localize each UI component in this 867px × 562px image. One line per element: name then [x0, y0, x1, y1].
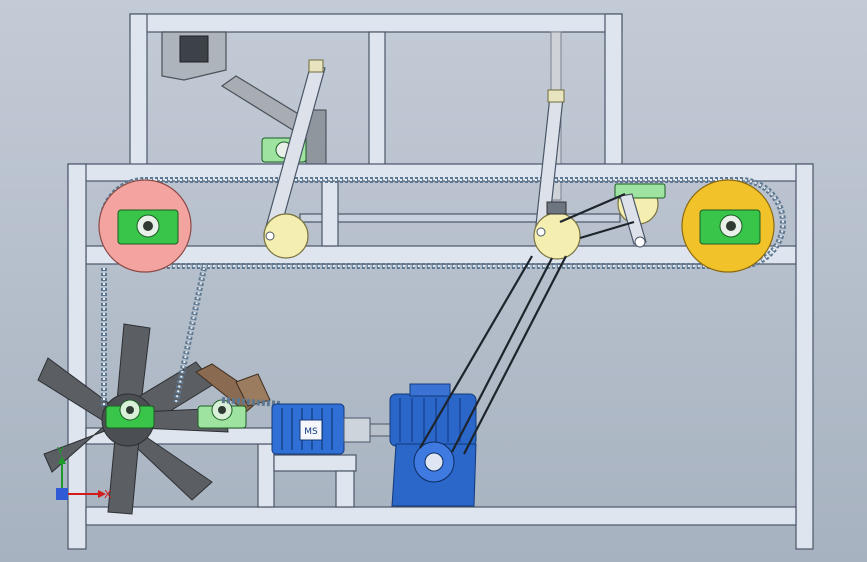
left-rod-top-pin [308, 59, 324, 73]
bottom-rail [85, 506, 797, 526]
feed-hopper [161, 31, 327, 167]
upper-frame-top-beam [129, 13, 623, 33]
tension-arm [619, 193, 647, 245]
coupling [343, 417, 371, 443]
upper-frame-middle-post [368, 31, 386, 167]
middle-frame [67, 163, 813, 265]
right-linkage [533, 89, 666, 260]
rod-guide-block [546, 201, 567, 215]
upper-frame [129, 13, 623, 167]
gear-reducer [389, 383, 477, 507]
right-sprocket [681, 179, 775, 273]
hopper-motor [179, 35, 209, 63]
lower-left-bearing [105, 399, 155, 429]
coordinate-triad: X Y [56, 445, 112, 501]
motor-platform-leg [335, 470, 355, 508]
triad-y-label: Y [56, 445, 64, 458]
left-inner-post [257, 443, 275, 508]
discharge-chute [220, 75, 306, 133]
small-motor: MS [271, 403, 391, 455]
right-outer-post [795, 163, 814, 550]
star-wheel-chain [101, 267, 207, 408]
small-motor-plate-label: MS [304, 427, 318, 437]
left-linkage [261, 59, 326, 259]
triad-origin [56, 488, 68, 500]
cam-arm [195, 363, 271, 413]
upper-frame-left-post [129, 13, 148, 167]
drive-belts [419, 255, 567, 455]
upper-frame-right-post [604, 13, 623, 167]
left-crank-disc [263, 213, 309, 259]
middle-inner-rail [299, 213, 621, 223]
triad-x-label: X [104, 488, 112, 501]
middle-support-post [321, 180, 339, 247]
motor-platform [273, 454, 357, 472]
lower-middle-bearing [197, 399, 247, 429]
output-shaft [369, 423, 391, 437]
small-motor-plate [299, 419, 323, 441]
cam-arm-tip [235, 373, 271, 407]
left-outer-post [67, 163, 87, 550]
left-sprocket [98, 179, 192, 273]
right-rod-top-pin [547, 89, 565, 103]
reducer-motor-body [389, 393, 477, 447]
